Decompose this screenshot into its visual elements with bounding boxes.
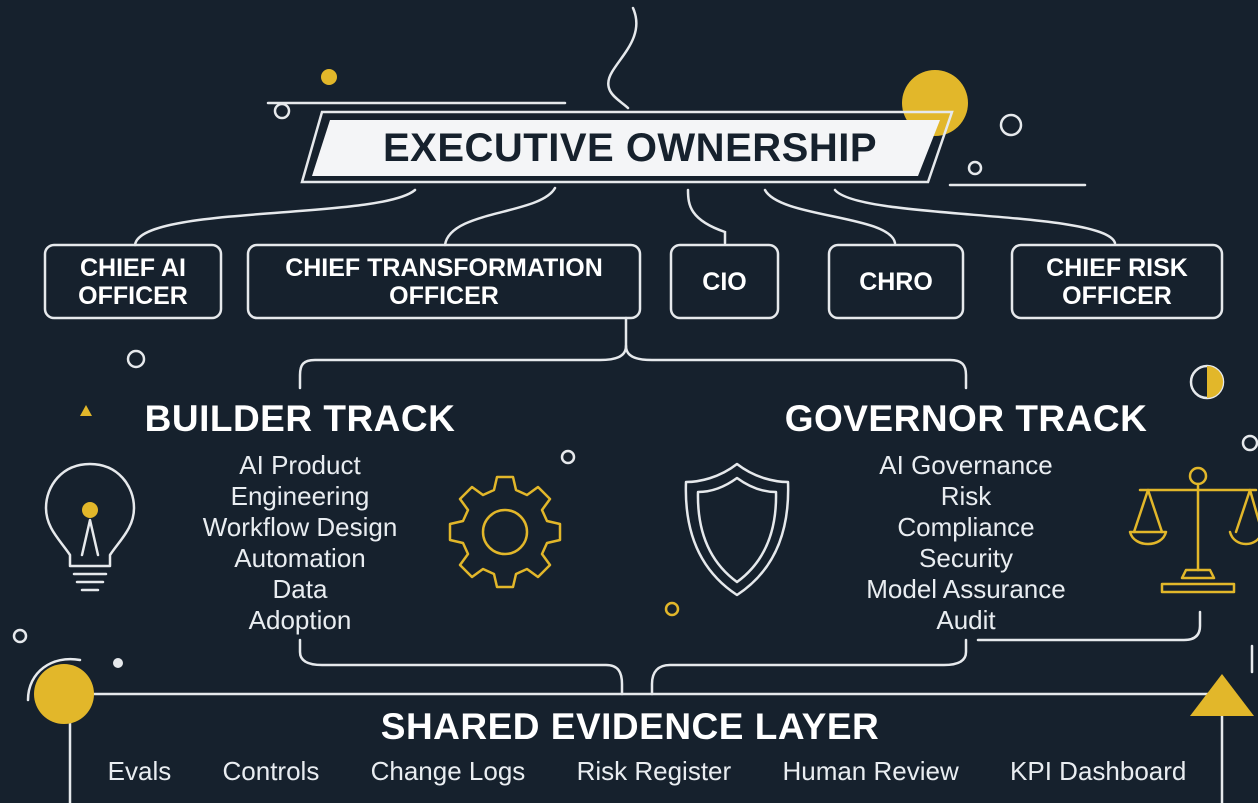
gear-icon bbox=[448, 475, 562, 589]
connector-chief-ai bbox=[133, 188, 417, 247]
deco-half-circle bbox=[1189, 364, 1225, 400]
connector-chro bbox=[763, 188, 897, 245]
deco-circle bbox=[999, 113, 1023, 137]
box-chief-transformation bbox=[246, 243, 642, 320]
connector-builder-shared bbox=[298, 638, 624, 696]
shield-icon bbox=[684, 462, 790, 597]
scales-icon bbox=[1128, 466, 1258, 594]
connector-governor-side bbox=[976, 610, 1202, 642]
governor-item: Audit bbox=[936, 605, 996, 635]
connector-chief-transformation bbox=[443, 186, 557, 247]
connector-to-builder bbox=[298, 316, 628, 390]
role-chro: CHRO bbox=[859, 267, 933, 296]
governor-item: AI Governance bbox=[879, 450, 1053, 480]
builder-track-list: AI Product Engineering Workflow Design A… bbox=[150, 450, 450, 636]
builder-item: Workflow Design bbox=[202, 512, 398, 542]
box-cio bbox=[669, 243, 780, 320]
deco-circle bbox=[126, 349, 146, 369]
deco-triangle-large bbox=[1190, 674, 1254, 716]
shared-item: Evals bbox=[107, 756, 172, 786]
connector-cio bbox=[686, 188, 727, 245]
shared-item: Controls bbox=[222, 756, 320, 786]
builder-item: Data bbox=[272, 574, 328, 604]
deco-circle bbox=[1241, 434, 1258, 452]
deco-dot-large bbox=[34, 664, 94, 724]
shared-item: Change Logs bbox=[370, 756, 526, 786]
deco-dot-white bbox=[113, 658, 123, 668]
role-cio: CIO bbox=[702, 267, 747, 296]
deco-dot-large bbox=[902, 70, 968, 136]
builder-item: AI Product bbox=[239, 450, 361, 480]
governor-track-list: AI Governance Risk Compliance Security M… bbox=[816, 450, 1116, 636]
builder-item: Engineering bbox=[230, 481, 370, 511]
builder-item: Automation bbox=[234, 543, 366, 573]
box-chief-risk bbox=[1010, 243, 1224, 320]
shared-layer-items: Evals Controls Change Logs Risk Register… bbox=[82, 756, 1212, 787]
shared-layer-title: SHARED EVIDENCE LAYER bbox=[380, 706, 880, 747]
governor-item: Model Assurance bbox=[866, 574, 1066, 604]
top-connector bbox=[607, 6, 638, 110]
builder-item: Adoption bbox=[248, 605, 352, 635]
deco-dot bbox=[321, 69, 337, 85]
governor-track-title: GOVERNOR TRACK bbox=[784, 398, 1148, 439]
deco-circle bbox=[273, 102, 291, 120]
exec-banner bbox=[300, 110, 954, 184]
connector-chief-risk bbox=[833, 188, 1117, 245]
lightbulb-icon bbox=[44, 462, 136, 592]
box-chief-ai bbox=[43, 243, 223, 320]
builder-track-title: BUILDER TRACK bbox=[144, 398, 456, 439]
governor-item: Security bbox=[919, 543, 1013, 573]
executive-title: EXECUTIVE OWNERSHIP bbox=[382, 126, 877, 170]
box-chro bbox=[827, 243, 965, 320]
deco-circle bbox=[967, 160, 983, 176]
deco-circle bbox=[12, 628, 28, 644]
deco-circle bbox=[560, 449, 576, 465]
governor-item: Risk bbox=[940, 481, 992, 511]
connector-governor-shared bbox=[650, 638, 968, 696]
deco-circle-accent bbox=[664, 601, 680, 617]
deco-triangle bbox=[80, 405, 92, 416]
governor-item: Compliance bbox=[897, 512, 1035, 542]
deco-arc bbox=[26, 657, 82, 702]
connector-to-governor bbox=[624, 344, 968, 390]
shared-item: KPI Dashboard bbox=[1010, 756, 1187, 786]
shared-item: Human Review bbox=[782, 756, 959, 786]
shared-item: Risk Register bbox=[576, 756, 732, 786]
